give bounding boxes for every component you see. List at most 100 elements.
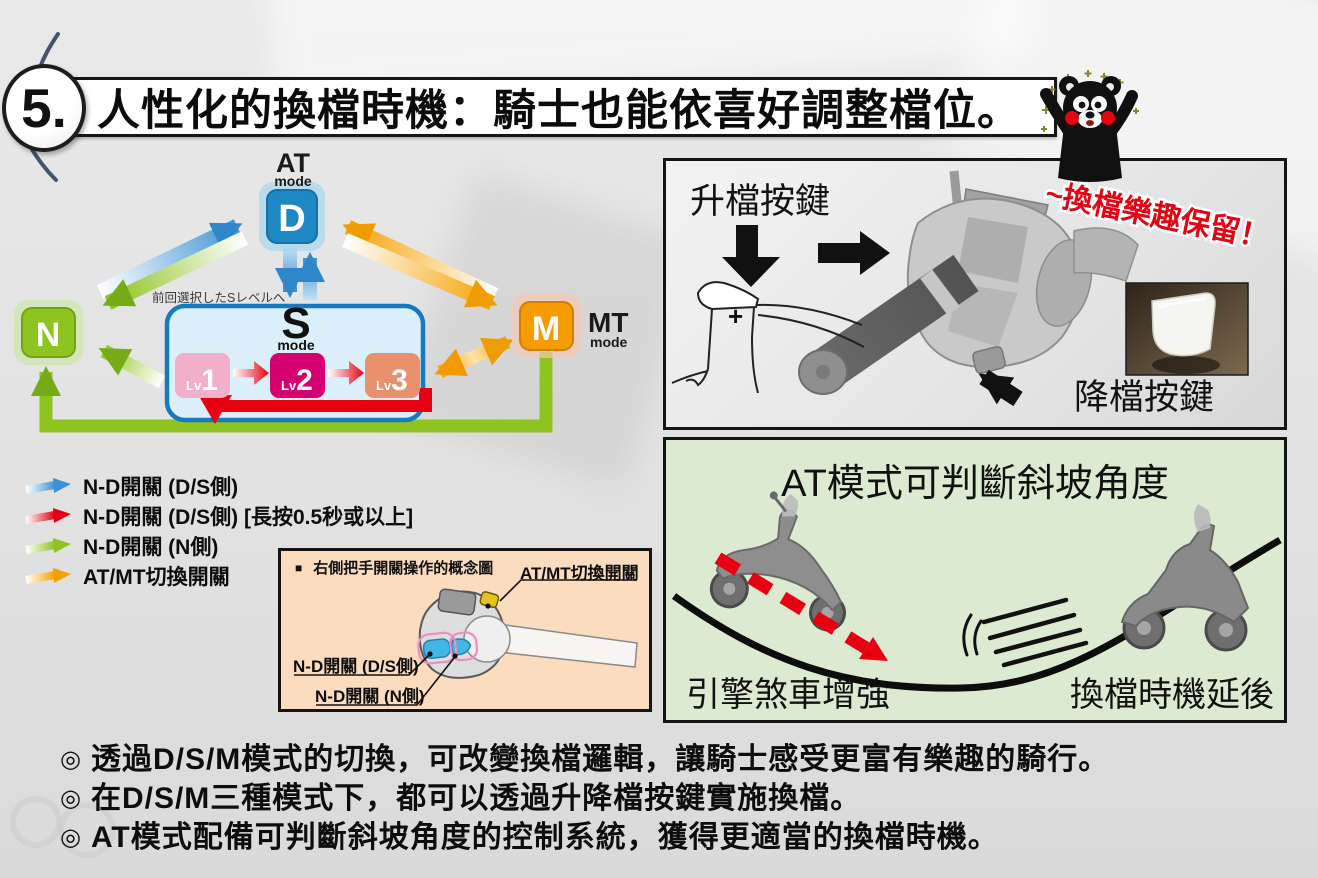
bullet-text: 透過D/S/M模式的切換，可改變換檔邏輯，讓騎士感受更富有樂趣的騎行。 bbox=[90, 743, 1110, 776]
leader-dot bbox=[452, 653, 458, 659]
legend-label: N-D開關 (N側) bbox=[83, 536, 219, 559]
svg-text:Lv2: Lv2 bbox=[281, 364, 313, 397]
slope-illustration: AT模式可判斷斜坡角度 bbox=[671, 463, 1282, 714]
legend-label: N-D開關 (D/S側) bbox=[83, 476, 239, 499]
press-arrow-head bbox=[722, 257, 780, 287]
bar-end-bolt bbox=[816, 365, 830, 379]
slide-number-badge: 5. bbox=[2, 64, 86, 152]
bear-cheek-left bbox=[1065, 111, 1079, 125]
mt-mode-label: MT bbox=[588, 307, 628, 338]
bullet-item: ◎ 透過D/S/M模式的切換，可改變換檔邏輯，讓騎士感受更富有樂趣的騎行。 bbox=[60, 740, 1310, 779]
slide-number: 5. bbox=[21, 77, 67, 139]
svg-text:M: M bbox=[532, 310, 560, 348]
switch-concept-drawing bbox=[294, 579, 638, 706]
s-sub-label: mode bbox=[277, 337, 315, 353]
square-bullet-icon: ■ bbox=[295, 560, 303, 575]
title-bar: 人性化的換檔時機：騎士也能依喜好調整檔位。 bbox=[42, 77, 1057, 137]
bullet-text: 在D/S/M三種模式下，都可以透過升降檔按鍵實施換檔。 bbox=[90, 782, 862, 815]
arrow-s-m-bidirectional bbox=[434, 336, 514, 378]
mode-transition-diagram: 前回選択したSレベルへ S mode Lv1 Lv2 Lv3 D bbox=[14, 148, 628, 433]
bear-body bbox=[1058, 122, 1122, 182]
legend-label: N-D開關 (D/S側) [長按0.5秒或以上] bbox=[83, 506, 414, 529]
bullet-marker-icon: ◎ bbox=[60, 824, 81, 851]
legend-item: N-D開關 (D/S側) bbox=[22, 471, 413, 501]
mt-mode-sub: mode bbox=[590, 334, 628, 350]
level-lv1: Lv1 bbox=[175, 353, 230, 398]
speed-lines bbox=[962, 597, 1089, 668]
bear-cheek-right bbox=[1101, 111, 1115, 125]
d-mode-box: D bbox=[259, 182, 325, 251]
downshift-button-photo bbox=[1125, 282, 1249, 376]
at-mode-label: AT bbox=[276, 148, 310, 178]
svg-text:Lv1: Lv1 bbox=[186, 364, 218, 397]
bullet-marker-icon: ◎ bbox=[60, 746, 81, 773]
slope-detection-panel: AT模式可判斷斜坡角度 bbox=[663, 437, 1287, 723]
bullet-text: AT模式配備可判斷斜坡角度的控制系統，獲得更適當的換檔時機。 bbox=[90, 821, 999, 854]
upshift-label: 升檔按鍵 bbox=[690, 182, 830, 221]
level-return-arrow bbox=[216, 400, 432, 412]
bullet-item: ◎ 在D/S/M三種模式下，都可以透過升降檔按鍵實施換檔。 bbox=[60, 779, 1310, 818]
concept-atmt-label: AT/MT切換開關 bbox=[520, 564, 639, 583]
svg-text:Lv3: Lv3 bbox=[376, 364, 408, 397]
handlebar-grip bbox=[488, 622, 638, 668]
bear-muzzle bbox=[1078, 110, 1102, 128]
legend-item: N-D開關 (N側) bbox=[22, 531, 413, 561]
downshift-label: 降檔按鍵 bbox=[1074, 378, 1214, 417]
s-label: S bbox=[281, 299, 310, 348]
switchgear-housing bbox=[906, 188, 1139, 374]
grip-ring bbox=[920, 269, 960, 316]
legend-label: AT/MT切換開關 bbox=[83, 566, 230, 589]
at-mode-sub: mode bbox=[274, 173, 312, 189]
leader-line-n bbox=[316, 657, 455, 706]
shift-delay-label: 換檔時機延後 bbox=[1070, 676, 1274, 714]
arrow-legend: N-D開關 (D/S側) N-D開關 (D/S側) [長按0.5秒或以上] N-… bbox=[22, 471, 413, 591]
level-lv2: Lv2 bbox=[270, 353, 325, 398]
bear-nose bbox=[1085, 111, 1095, 119]
shift-button-panel: 升檔按鍵 + 降檔按鍵 ~換檔樂趣保留！ bbox=[663, 158, 1287, 430]
n-mode-box: N bbox=[14, 300, 83, 365]
arrow-m-to-d bbox=[342, 220, 499, 302]
loop-arrow-m-to-n bbox=[31, 352, 553, 433]
concept-n-label: N-D開關 (N側) bbox=[315, 687, 425, 706]
m-mode-box: M bbox=[512, 294, 581, 358]
arrow-s-to-n bbox=[98, 344, 166, 389]
blue-arrow-icon bbox=[25, 478, 71, 494]
bear-mouth bbox=[1086, 120, 1094, 126]
legend-item: N-D開關 (D/S側) [長按0.5秒或以上] bbox=[22, 501, 413, 531]
level-lv3: Lv3 bbox=[365, 353, 420, 398]
red-arrow-icon bbox=[25, 508, 71, 524]
engine-brake-label: 引擎煞車增強 bbox=[686, 676, 890, 714]
summary-bullets: ◎ 透過D/S/M模式的切換，可改變換檔邏輯，讓騎士感受更富有樂趣的騎行。 ◎ … bbox=[60, 740, 1310, 857]
downshift-pointer-arrow bbox=[978, 369, 1023, 407]
green-arrow-icon bbox=[25, 538, 71, 554]
background-ring bbox=[10, 796, 62, 848]
arrow-d-to-m bbox=[342, 233, 498, 310]
shift-button-illustration: 升檔按鍵 + 降檔按鍵 ~換檔樂趣保留！ bbox=[671, 170, 1275, 417]
level-step-arrow bbox=[233, 361, 269, 385]
concept-title: ■ 右側把手開關操作的概念圖 bbox=[295, 557, 493, 578]
leader-dot bbox=[485, 603, 491, 609]
bear-pupil bbox=[1078, 101, 1086, 109]
switch-concept-box: ■ 右側把手開關操作的概念圖 AT/MT切換開關 N-D開關 (D/S側) N-… bbox=[278, 548, 652, 712]
leader-line-atmt bbox=[499, 579, 637, 602]
arrow-d-to-n bbox=[102, 231, 249, 310]
kumamon-mascot bbox=[1040, 70, 1139, 182]
legend-item: AT/MT切換開關 bbox=[22, 561, 413, 591]
housing-rocker bbox=[437, 588, 477, 616]
background-ring bbox=[58, 802, 116, 858]
concept-title-text: 右側把手開關操作的概念圖 bbox=[313, 560, 494, 577]
lever-line-art: + bbox=[671, 281, 865, 394]
descent-arrowhead bbox=[859, 637, 888, 661]
bear-pupil bbox=[1094, 101, 1102, 109]
motorcycle-uphill bbox=[1120, 504, 1250, 652]
concept-ds-label: N-D開關 (D/S側) bbox=[293, 657, 419, 676]
upshift-pointer-arrow bbox=[818, 231, 890, 275]
plus-sign: + bbox=[728, 301, 743, 331]
orange-arrow-icon bbox=[25, 568, 71, 584]
slope-title: AT模式可判斷斜坡角度 bbox=[781, 463, 1169, 505]
leader-line-ds bbox=[294, 654, 430, 676]
svg-text:D: D bbox=[278, 198, 305, 240]
page-title: 人性化的換檔時機：騎士也能依喜好調整檔位。 bbox=[97, 87, 1021, 135]
s-mode-note: 前回選択したSレベルへ bbox=[152, 290, 285, 305]
